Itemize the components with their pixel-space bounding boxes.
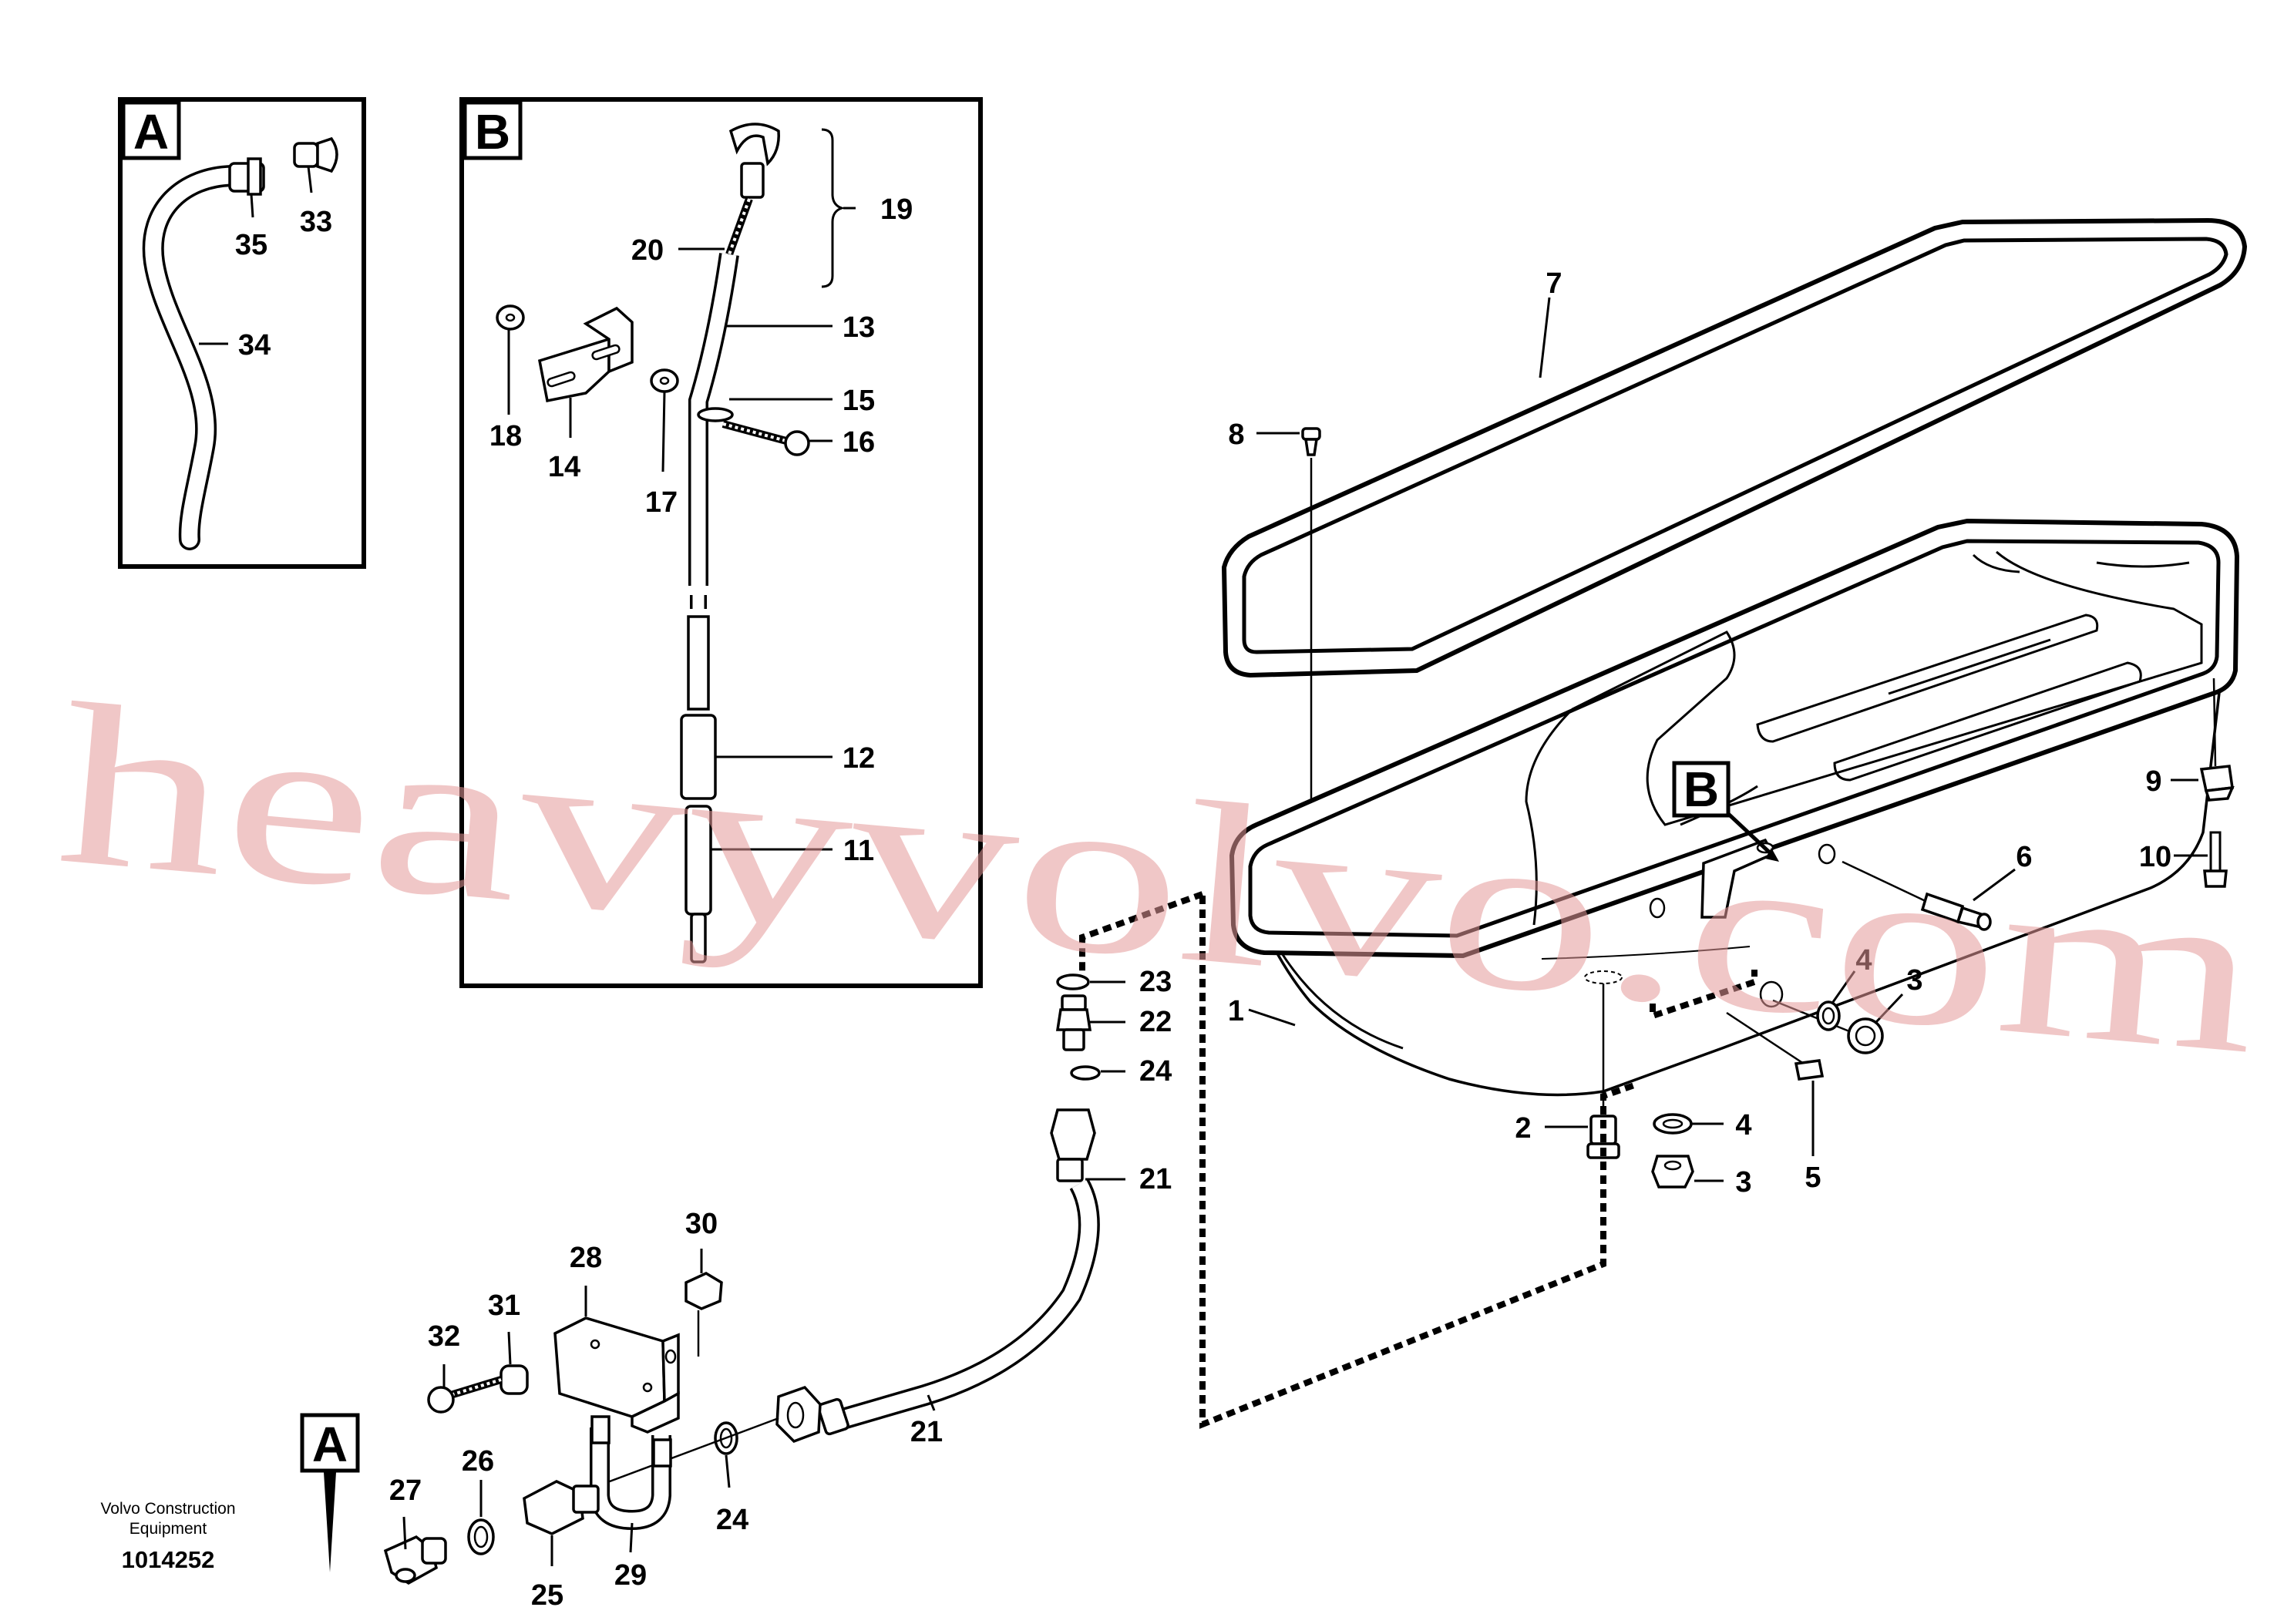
- callout-4-lower: 4: [1735, 1109, 1751, 1142]
- detail-b: B: [459, 97, 983, 988]
- callout-35: 35: [235, 229, 267, 261]
- callout-3-lower: 3: [1735, 1166, 1751, 1199]
- callout-21-upper: 21: [1139, 1163, 1172, 1195]
- detail-a-letter: A: [133, 104, 169, 160]
- bracket-14: [537, 337, 610, 403]
- callout-31: 31: [488, 1289, 520, 1322]
- detail-b-pointer: B: [1672, 761, 1779, 862]
- callout-2: 2: [1515, 1112, 1531, 1145]
- bolt-16: [784, 430, 810, 456]
- detail-b-pointer-letter: B: [1684, 762, 1719, 817]
- detail-b-letter: B: [475, 104, 510, 160]
- detail-a-pointer: A: [300, 1413, 360, 1572]
- callout-10: 10: [2139, 841, 2171, 873]
- callout-18: 18: [489, 420, 522, 452]
- callout-22: 22: [1139, 1006, 1172, 1038]
- callout-7: 7: [1546, 267, 1562, 300]
- detail-b-badge: [462, 100, 523, 160]
- callout-19: 19: [880, 193, 913, 226]
- oil-pan-body: [1241, 684, 2222, 1097]
- callout-16: 16: [843, 426, 875, 459]
- detail-a-badge: [121, 100, 181, 160]
- sensor-6: 6: [1842, 841, 2033, 931]
- callout-8: 8: [1228, 419, 1244, 451]
- callout-17: 17: [645, 486, 678, 519]
- callout-6: 6: [2016, 841, 2032, 873]
- drain-plug-upper: 4 3: [1772, 944, 1923, 1054]
- o-ring-23: [1056, 973, 1090, 990]
- document-number: 1014252: [122, 1546, 215, 1573]
- detail-a: A 35 33 34: [118, 97, 366, 569]
- dipstick-grip: [740, 162, 765, 199]
- dipstick-mount: [1700, 838, 1775, 919]
- bolt-10: 10: [2139, 831, 2228, 888]
- callout-20: 20: [631, 234, 664, 267]
- spacer-31: [500, 1364, 529, 1395]
- callout-33: 33: [300, 206, 332, 238]
- callout-11: 11: [843, 835, 874, 867]
- assembly-envelope-mark: [1650, 970, 1758, 1020]
- callout-14: 14: [548, 451, 580, 483]
- bolt-32: [427, 1386, 455, 1414]
- bracket-28: [553, 1316, 666, 1418]
- detail-a-frame: [118, 97, 366, 569]
- clip-15: [697, 407, 734, 422]
- washer-24-upper: [1070, 1065, 1101, 1081]
- gasket-7-inner: [1242, 237, 2228, 654]
- drain-plug-lower: 2 4 3: [1515, 970, 1752, 1199]
- callout-30: 30: [685, 1208, 718, 1240]
- hose-nut-upper: [1050, 1108, 1096, 1161]
- credit-line-1: Volvo Construction: [100, 1500, 235, 1518]
- callout-15: 15: [843, 385, 875, 417]
- callout-27: 27: [389, 1474, 422, 1507]
- drain-hose-assembly: 23 22 24 21 21 24 25 26 27 29 28 30 31 3…: [383, 966, 1172, 1612]
- callout-32: 32: [428, 1320, 460, 1353]
- callout-26: 26: [462, 1445, 494, 1478]
- fitting-33: [293, 142, 319, 168]
- assembly-envelope-left: [1079, 891, 1636, 1429]
- callout-13: 13: [843, 311, 875, 344]
- callout-25: 25: [531, 1579, 563, 1612]
- pin-8: 8: [1228, 419, 1321, 802]
- callout-5: 5: [1805, 1162, 1821, 1194]
- callout-34: 34: [238, 329, 271, 361]
- callout-28: 28: [570, 1242, 602, 1274]
- adapter-25: [523, 1480, 584, 1535]
- callout-3-upper: 3: [1906, 964, 1922, 997]
- dipstick-handle: [728, 123, 780, 166]
- clip-9: 9: [2145, 678, 2235, 802]
- callout-29: 29: [614, 1559, 647, 1592]
- callout-24-lower: 24: [716, 1504, 748, 1536]
- callout-1: 1: [1228, 995, 1244, 1027]
- credit-line-2: Equipment: [130, 1520, 207, 1538]
- oil-pan-1: [1229, 518, 2240, 1097]
- detail-a-pointer-letter: A: [312, 1417, 348, 1472]
- callout-23: 23: [1139, 966, 1172, 998]
- plug-5: 5: [1726, 1011, 1825, 1194]
- callout-24-upper: 24: [1139, 1055, 1172, 1088]
- callout-21-lower: 21: [910, 1416, 943, 1448]
- nut-3-lower: [1651, 1155, 1694, 1189]
- callout-4-upper: 4: [1855, 944, 1872, 977]
- detail-b-frame: [459, 97, 983, 988]
- gasket-7: [1221, 217, 2248, 678]
- nut-30: [684, 1272, 723, 1310]
- callout-9: 9: [2145, 765, 2161, 798]
- tube-segment: [687, 615, 710, 711]
- callout-12: 12: [843, 742, 875, 775]
- oil-pan-inner-edge: [1248, 539, 2221, 938]
